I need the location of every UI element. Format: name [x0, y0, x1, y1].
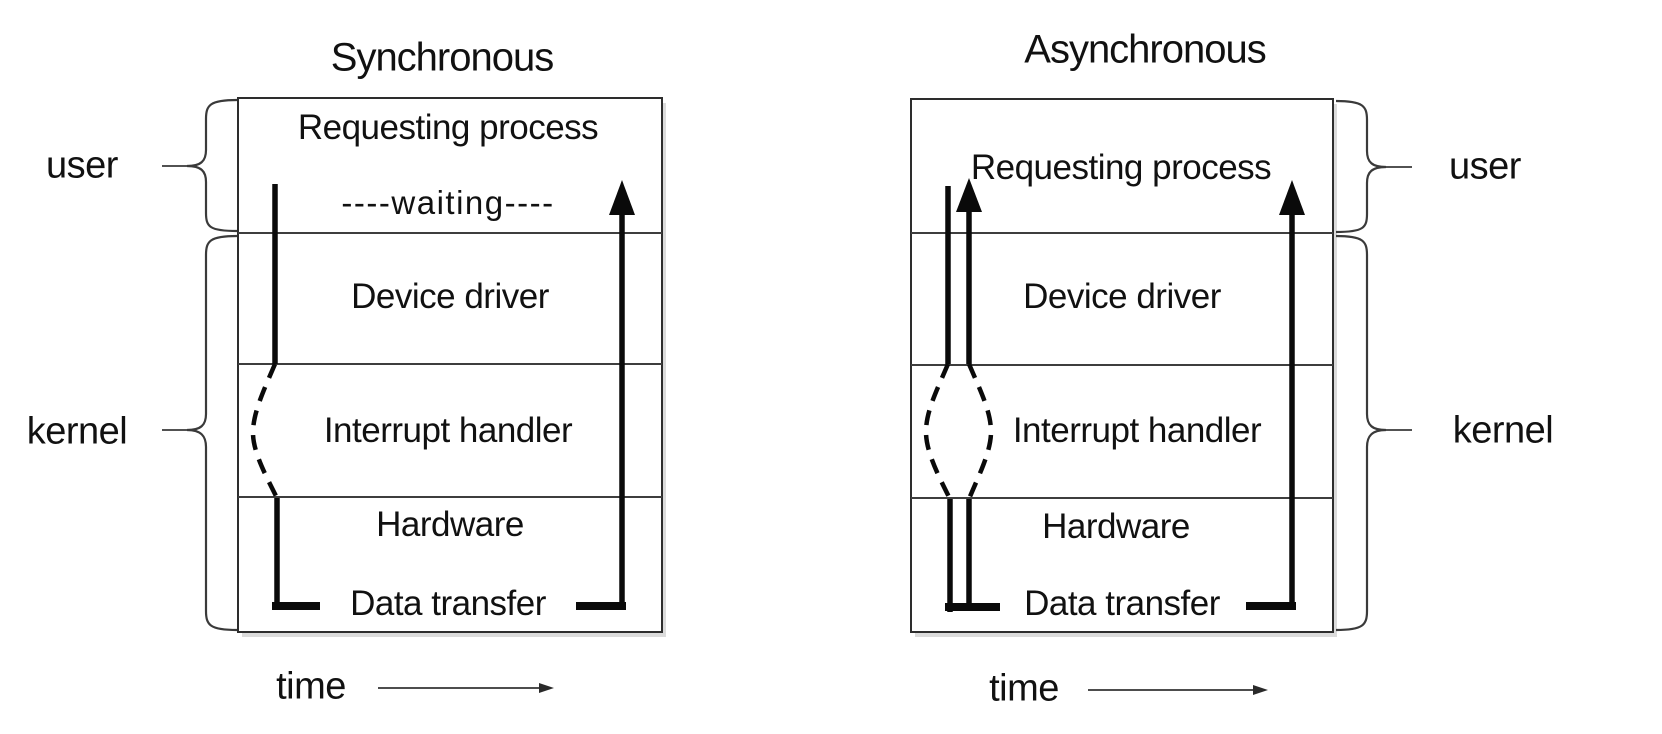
sync-time-label: time — [276, 665, 346, 708]
sync-flow — [250, 180, 635, 610]
async-user-brace — [1335, 99, 1387, 234]
sync-interrupt-dashed-curve — [250, 363, 280, 500]
sync-requesting-process-label: Requesting process — [297, 108, 599, 147]
sync-waiting-label: ----waiting---- — [341, 184, 555, 221]
sync-interrupt-handler-label: Interrupt handler — [323, 411, 573, 450]
async-interrupt-handler-label: Interrupt handler — [1012, 411, 1262, 450]
async-title: Asynchronous — [1024, 27, 1266, 72]
sync-box — [237, 97, 666, 637]
sync-title: Synchronous — [330, 35, 554, 80]
async-kernel-brace — [1335, 234, 1387, 632]
async-time-label: time — [989, 667, 1059, 710]
async-immediate-return-arrowhead-icon — [956, 178, 982, 212]
async-requesting-process-label: Requesting process — [970, 148, 1272, 187]
sync-kernel-brace — [186, 234, 238, 632]
sync-hardware-label: Hardware — [376, 505, 524, 544]
async-time-arrowhead-icon — [1253, 685, 1268, 695]
sync-device-driver-label: Device driver — [351, 277, 549, 316]
time-arrows — [378, 683, 1268, 695]
braces — [162, 98, 1412, 632]
async-data-transfer-label: Data transfer — [1024, 584, 1220, 623]
async-box — [910, 98, 1337, 637]
async-completion-up-arrowhead-icon — [1279, 180, 1305, 215]
sync-return-up-arrowhead-icon — [609, 180, 635, 215]
async-hardware-label: Hardware — [1042, 507, 1190, 546]
async-kernel-label: kernel — [1452, 409, 1554, 452]
sync-kernel-label: kernel — [26, 410, 128, 453]
async-user-label: user — [1449, 145, 1521, 188]
sync-data-transfer-label: Data transfer — [350, 584, 546, 623]
sync-user-brace — [186, 98, 238, 233]
async-flow — [923, 178, 1305, 612]
sync-user-label: user — [46, 144, 118, 187]
async-device-driver-label: Device driver — [1023, 277, 1221, 316]
sync-time-arrowhead-icon — [539, 683, 554, 693]
